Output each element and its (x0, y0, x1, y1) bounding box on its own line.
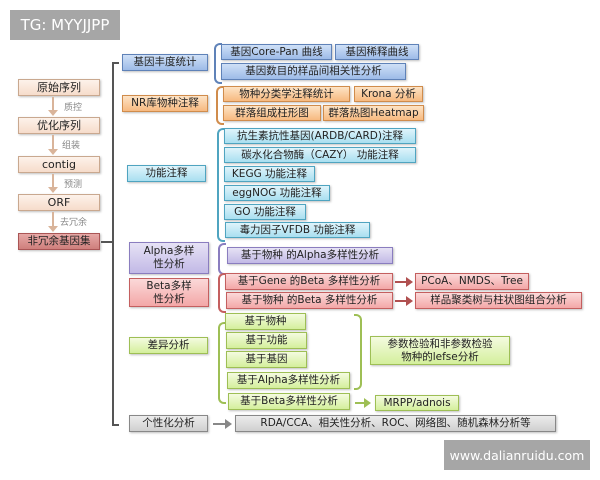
item-rarefaction-curve: 基因稀释曲线 (335, 44, 419, 60)
item-diff-alpha: 基于Alpha多样性分析 (227, 372, 350, 389)
bracket (354, 314, 362, 390)
bracket (217, 128, 225, 242)
item-krona: Krona 分析 (354, 86, 423, 102)
item-ardb-card: 抗生素抗性基因(ARDB/CARD)注释 (224, 128, 416, 144)
website-badge: www.dalianruidu.com (444, 440, 590, 470)
arrow-down (48, 212, 58, 232)
arrow-right (355, 398, 371, 408)
item-species-alpha: 基于物种 的Alpha多样性分析 (227, 247, 393, 264)
item-eggnog: eggNOG 功能注释 (224, 185, 330, 201)
arrow-right (395, 277, 413, 287)
arrow-down (48, 97, 58, 116)
category-function-annotation: 功能注释 (127, 165, 206, 182)
bracket (218, 273, 226, 313)
item-species-beta: 基于物种 的Beta 多样性分析 (226, 292, 393, 309)
label-predict: 预测 (64, 180, 83, 190)
item-diff-species: 基于物种 (225, 313, 306, 330)
item-community-barplot: 群落组成柱形图 (223, 105, 321, 121)
category-gene-abundance: 基因丰度统计 (122, 54, 208, 71)
arrow-right (213, 419, 232, 429)
arrow-down (48, 135, 58, 155)
main-bracket (112, 62, 119, 426)
step-contig: contig (18, 156, 100, 173)
arrow-down (48, 174, 58, 193)
category-differential-analysis: 差异分析 (129, 337, 208, 354)
category-alpha-diversity: Alpha多样性分析 (129, 242, 209, 274)
result-parametric-lefse: 参数检验和非参数检验 物种的lefse分析 (370, 336, 510, 365)
item-vfdb: 毒力因子VFDB 功能注释 (225, 222, 370, 238)
result-custom-methods: RDA/CCA、相关性分析、ROC、网络图、随机森林分析等 (235, 415, 556, 432)
category-custom-analysis: 个性化分析 (129, 415, 208, 432)
bracket (218, 243, 226, 275)
item-heatmap: 群落热图Heatmap (323, 105, 424, 121)
item-go: GO 功能注释 (224, 204, 306, 220)
item-cazy: 碳水化合物酶（CAZY） 功能注释 (224, 147, 416, 163)
arrow-right (395, 296, 413, 306)
label-qc: 质控 (64, 103, 83, 113)
item-gene-count-correlation: 基因数目的样品间相关性分析 (221, 63, 406, 80)
result-cluster-barplot: 样品聚类树与柱状图组合分析 (415, 292, 582, 309)
item-diff-function: 基于功能 (226, 332, 307, 349)
bracket (214, 43, 222, 84)
item-kegg: KEGG 功能注释 (224, 166, 315, 182)
step-raw-sequences: 原始序列 (18, 79, 100, 96)
label-dedup: 去冗余 (60, 218, 88, 228)
item-taxonomy-stats: 物种分类学注释统计 (223, 86, 350, 102)
category-nr-annotation: NR库物种注释 (122, 95, 208, 112)
tg-badge: TG: MYYJJPP (10, 10, 120, 40)
item-diff-gene: 基于基因 (226, 351, 307, 368)
item-diff-beta: 基于Beta多样性分析 (228, 393, 350, 410)
step-optimized-sequences: 优化序列 (18, 117, 100, 134)
bracket (216, 86, 224, 125)
step-orf: ORF (18, 194, 100, 211)
result-pcoa-nmds-tree: PCoA、NMDS、Tree (415, 273, 529, 290)
label-assembly: 组装 (62, 141, 81, 151)
connector (101, 241, 113, 243)
category-beta-diversity: Beta多样性分析 (129, 278, 209, 307)
item-core-pan-curve: 基因Core-Pan 曲线 (221, 44, 332, 60)
bracket (218, 322, 226, 404)
result-mrpp-adonis: MRPP/adnois (375, 395, 459, 411)
item-gene-beta: 基于Gene 的Beta 多样性分析 (225, 273, 393, 290)
step-nonredundant-gene-set: 非冗余基因集 (18, 233, 100, 250)
